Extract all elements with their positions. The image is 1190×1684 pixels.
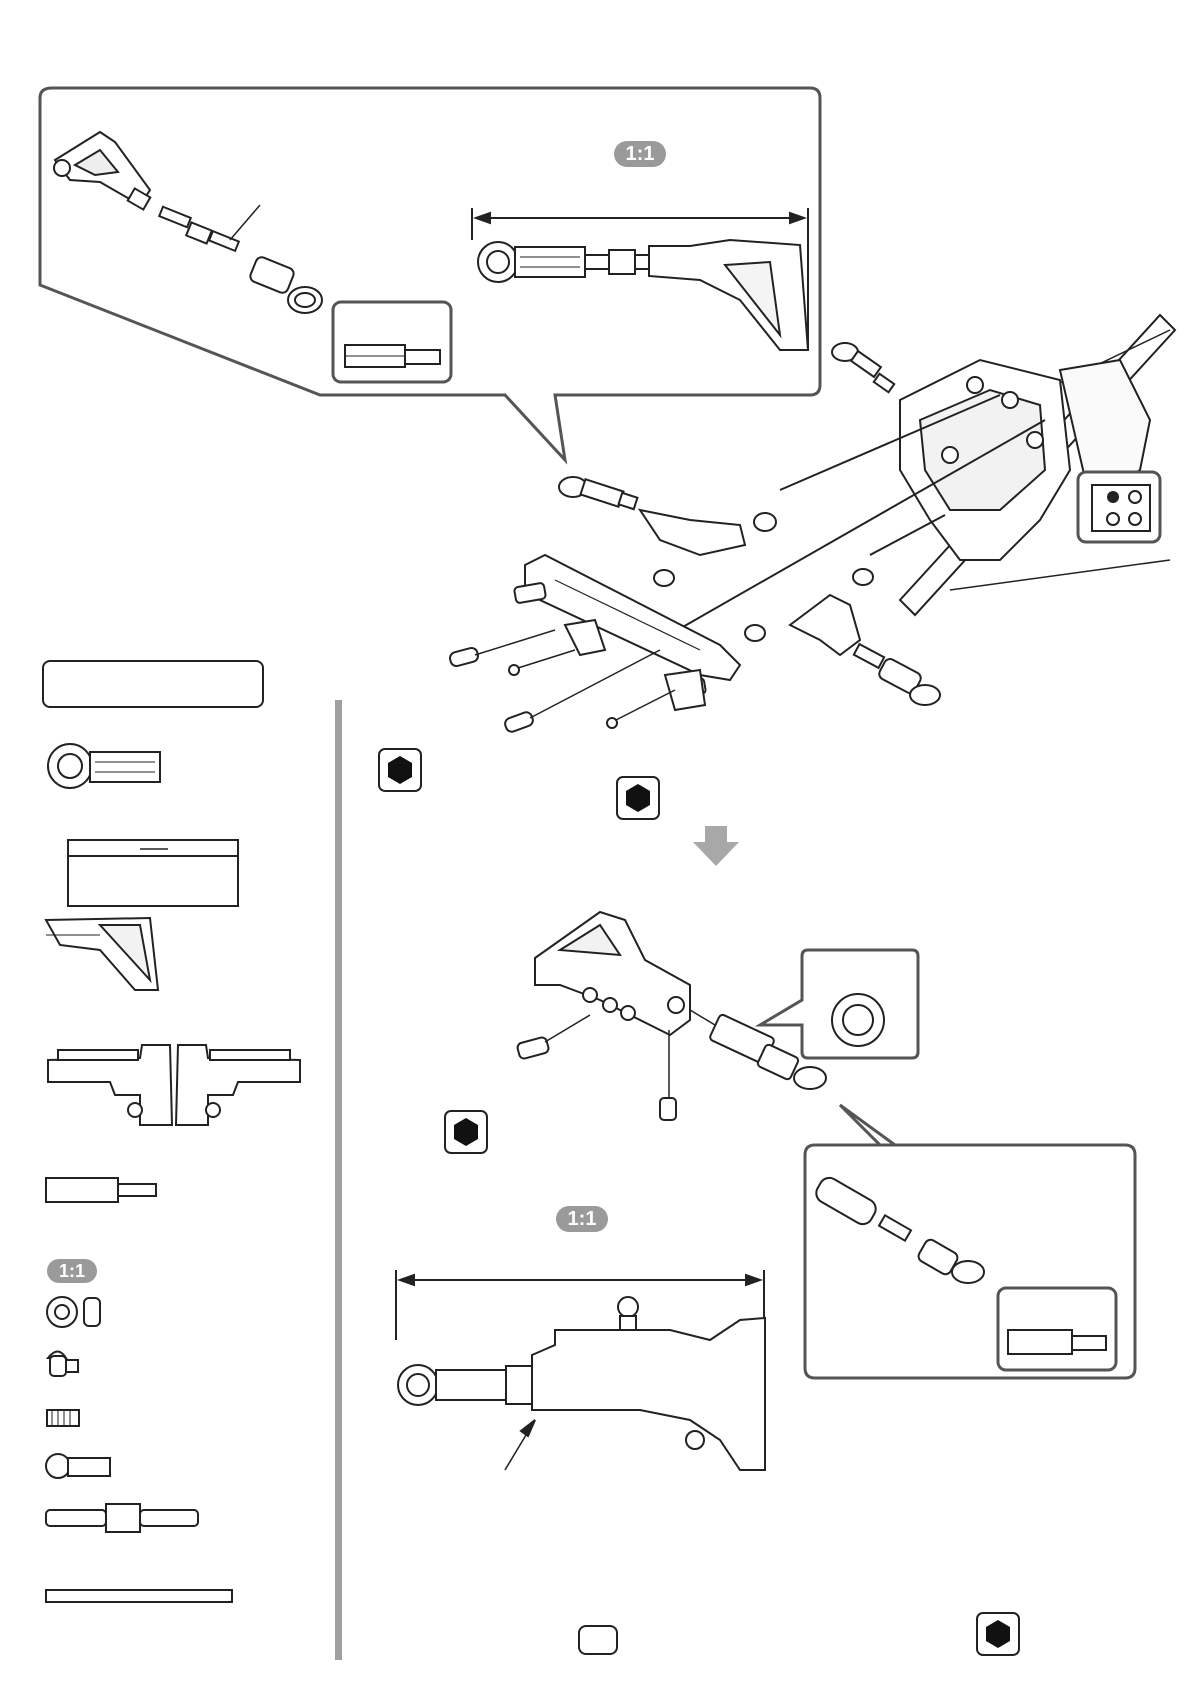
part-pivot-shaft	[46, 1590, 232, 1602]
upper-arm-1to1-illustration	[398, 1297, 765, 1470]
part-rod-end	[48, 744, 160, 788]
part-spec-table	[68, 840, 238, 906]
upper-arm-assembly-illustration	[0, 900, 1190, 1480]
hex-wrench-icon-2	[616, 776, 660, 820]
main-assembly-illustration	[0, 0, 1190, 760]
hex-wrench-icon-1	[378, 748, 422, 792]
part-turnbuckle	[46, 1504, 198, 1532]
page-number	[578, 1625, 618, 1655]
down-arrow-icon	[693, 826, 739, 866]
hex-wrench-icon-4	[976, 1612, 1020, 1656]
scale-badge-middle: 1:1	[556, 1206, 608, 1232]
